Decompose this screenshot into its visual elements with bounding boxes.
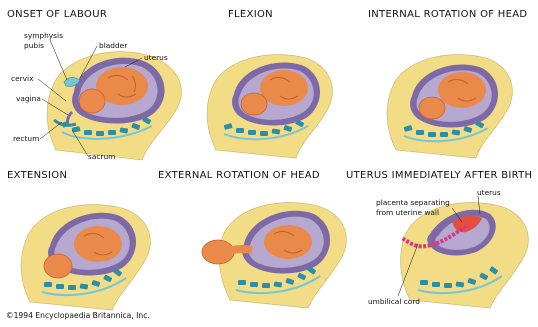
label-uterus-after-birth: uterus xyxy=(477,188,501,197)
label-placenta-line2: from uterine wall xyxy=(376,208,439,217)
copyright-notice: ©1994 Encyclopaedia Britannica, Inc. xyxy=(6,311,150,320)
label-umbilical-cord: umbilical cord xyxy=(368,297,420,306)
label-placenta-line1: placenta separating xyxy=(376,198,450,207)
